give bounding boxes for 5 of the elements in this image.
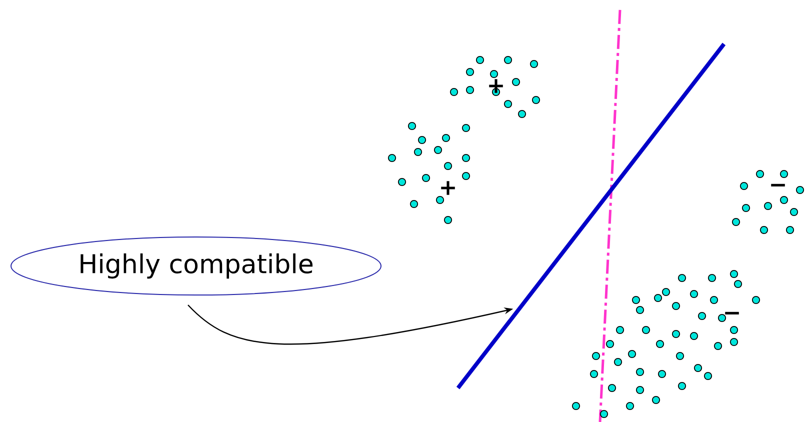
separating-line	[456, 42, 726, 390]
sign-label: −	[725, 312, 739, 314]
sign-label: +	[489, 79, 503, 93]
ellipse-node: Highly compatible	[10, 236, 382, 296]
sign-label: −	[771, 184, 785, 186]
